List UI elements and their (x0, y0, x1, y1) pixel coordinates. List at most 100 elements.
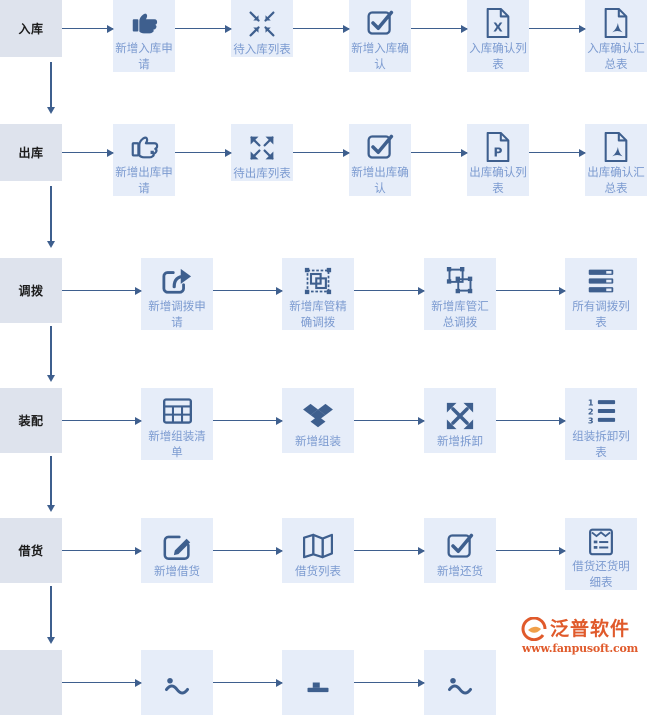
map-icon (282, 529, 354, 563)
category-label-6[interactable] (0, 650, 62, 715)
flow-node[interactable] (282, 650, 354, 715)
category-label-5[interactable]: 借货 (0, 518, 62, 583)
flow-node-tile[interactable]: X 入库确认列表 (467, 0, 529, 72)
flow-node[interactable]: 新增入库申请 (113, 0, 175, 72)
flow-node-label: 入库确认列表 (469, 41, 527, 71)
flow-node[interactable]: 新增出库申请 (113, 124, 175, 196)
flow-node-tile[interactable] (424, 650, 496, 715)
flow-node-tile[interactable]: 新增入库确认 (349, 0, 411, 72)
flow-node-tile[interactable] (141, 650, 213, 715)
flow-node-tile[interactable]: 新增库管汇总调拨 (424, 258, 496, 330)
flow-node-tile[interactable]: 待出库列表 (231, 124, 293, 181)
flow-node[interactable]: 借货列表 (282, 518, 354, 583)
flow-node[interactable]: 出库确认汇总表 (585, 124, 647, 196)
flow-arrow-right (529, 0, 585, 57)
flow-node[interactable]: 借货还货明细表 (565, 518, 637, 590)
category-label-4[interactable]: 装配 (0, 388, 62, 453)
flow-node[interactable]: 待入库列表 (231, 0, 293, 57)
flow-arrow-right (354, 258, 424, 323)
flow-node-label: 所有调拨列表 (572, 299, 630, 329)
clipboard-list-icon (565, 524, 637, 558)
flow-arrow-down-2 (46, 186, 56, 248)
category-label-1[interactable]: 入库 (0, 0, 62, 57)
flow-node[interactable]: 新增库管汇总调拨 (424, 258, 496, 330)
thumbs-up-outline-icon (113, 130, 175, 164)
flow-node-tile[interactable]: 新增出库确认 (349, 124, 411, 196)
flow-node-label: 待出库列表 (233, 165, 291, 180)
flow-node[interactable] (424, 650, 496, 715)
flow-row-5: 借货 新增借货 借货列表 新增还货借货还货明细表 (0, 518, 637, 590)
flow-node-tile[interactable]: 新增借货 (141, 518, 213, 583)
flow-node-label: 出库确认列表 (469, 165, 527, 195)
flow-node-tile[interactable]: 入库确认汇总表 (585, 0, 647, 72)
edit-pencil-square-icon (141, 529, 213, 563)
flow-node-tile[interactable]: 新增出库申请 (113, 124, 175, 196)
flow-node-tile[interactable]: 新增拆卸 (424, 388, 496, 453)
flow-node-label: 待入库列表 (233, 41, 291, 56)
flow-arrow-right (175, 0, 231, 57)
partial-icon-3 (424, 669, 496, 703)
partial-icon-1 (141, 669, 213, 703)
flow-arrow-right (62, 388, 141, 453)
flow-node-tile[interactable]: 借货还货明细表 (565, 518, 637, 590)
flow-arrow-right (411, 0, 467, 57)
flow-node[interactable]: 新增拆卸 (424, 388, 496, 453)
flow-node[interactable]: 新增调拨申请 (141, 258, 213, 330)
flow-node-label: 新增拆卸 (437, 433, 483, 448)
flow-arrow-right (354, 650, 424, 715)
flow-arrow-right (213, 258, 282, 323)
flow-node-label: 新增出库申请 (115, 165, 173, 195)
svg-text:X: X (493, 20, 503, 34)
flow-node[interactable]: 新增组装 (282, 388, 354, 453)
category-label-2[interactable]: 出库 (0, 124, 62, 181)
flow-node[interactable]: 所有调拨列表 (565, 258, 637, 330)
flow-node[interactable]: 待出库列表 (231, 124, 293, 181)
flow-node-tile[interactable]: 所有调拨列表 (565, 258, 637, 330)
flow-arrow-right (62, 124, 113, 181)
flow-node[interactable]: 新增借货 (141, 518, 213, 583)
flow-node[interactable]: 新增组装清单 (141, 388, 213, 460)
flow-arrow-right (213, 388, 282, 453)
flow-arrow-right (175, 124, 231, 181)
flow-node[interactable]: 新增还货 (424, 518, 496, 583)
pdf-file-icon (585, 6, 647, 40)
flow-arrow-down-5 (46, 586, 56, 644)
flow-node-tile[interactable]: 新增组装清单 (141, 388, 213, 460)
svg-text:2: 2 (587, 407, 593, 417)
svg-text:3: 3 (587, 416, 593, 424)
dropbox-icon (282, 399, 354, 433)
flow-node[interactable] (141, 650, 213, 715)
thumbs-up-filled-icon (113, 6, 175, 40)
flow-node[interactable]: 新增入库确认 (349, 0, 411, 72)
flow-node-tile[interactable] (282, 650, 354, 715)
check-square-icon (349, 6, 411, 40)
flow-node-label: 借货还货明细表 (572, 559, 630, 589)
flow-arrow-right (496, 518, 565, 583)
flow-node-tile[interactable]: 借货列表 (282, 518, 354, 583)
flow-node-tile[interactable]: 新增调拨申请 (141, 258, 213, 330)
category-label-3[interactable]: 调拨 (0, 258, 62, 323)
flow-node[interactable]: 入库确认汇总表 (585, 0, 647, 72)
flow-arrow-right (62, 518, 141, 583)
flow-node-tile[interactable]: 新增库管精确调拨 (282, 258, 354, 330)
flow-node-tile[interactable]: 待入库列表 (231, 0, 293, 57)
flow-node-tile[interactable]: 新增组装 (282, 388, 354, 453)
flow-node-tile[interactable]: 出库确认汇总表 (585, 124, 647, 196)
flow-node[interactable]: 新增出库确认 (349, 124, 411, 196)
flow-row-3: 调拨 新增调拨申请新增库管精确调拨新增库管汇总调拨所有调拨列表 (0, 258, 637, 330)
flow-node-label: 新增出库确认 (351, 165, 409, 195)
flow-row-6 (0, 650, 496, 715)
table-grid-icon (141, 394, 213, 428)
flow-arrow-down-1 (46, 62, 56, 114)
flow-node[interactable]: X 入库确认列表 (467, 0, 529, 72)
flow-node-tile[interactable]: 新增入库申请 (113, 0, 175, 72)
flow-node-tile[interactable]: 新增还货 (424, 518, 496, 583)
flow-node[interactable]: 新增库管精确调拨 (282, 258, 354, 330)
flow-node-label: 入库确认汇总表 (587, 41, 645, 71)
